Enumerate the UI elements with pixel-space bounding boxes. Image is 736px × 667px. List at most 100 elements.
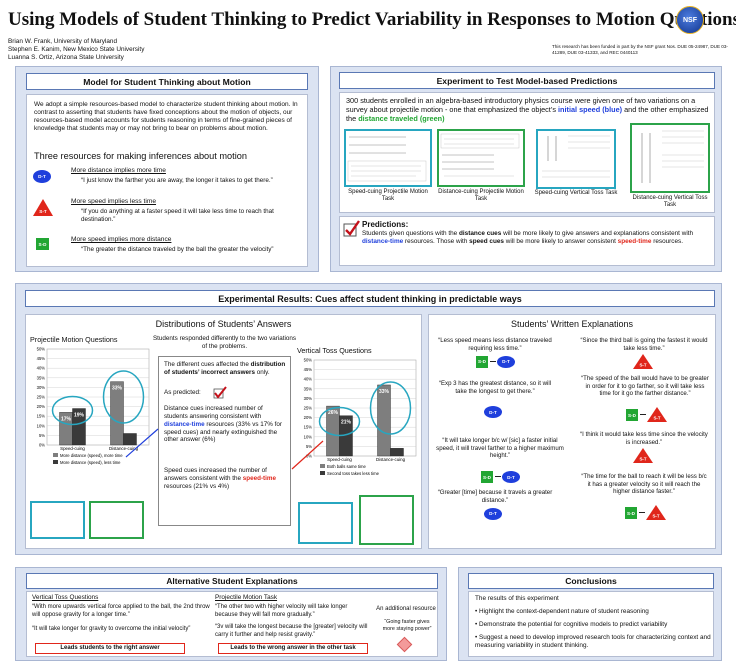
poster-title: Using Models of Student Thinking to Pred… xyxy=(8,9,736,30)
student-quote: “Exp 3 has the greatest distance, so it … xyxy=(438,380,552,395)
vertical-chart-title: Vertical Toss Questions xyxy=(297,346,372,355)
alt-vertical-quote: “It will take longer for gravity to over… xyxy=(32,626,191,632)
speed-time-badge: S-T xyxy=(633,447,653,468)
model-body: We adopt a simple resources-based model … xyxy=(26,94,308,267)
svg-text:S-T: S-T xyxy=(652,514,659,519)
red-triangle-icon: S-T xyxy=(646,505,666,521)
alt-vertical-quote: “With more upwards vertical force applie… xyxy=(32,604,210,618)
distance-time-badge: D-T xyxy=(33,170,51,183)
bar xyxy=(110,381,124,446)
y-tick-label: 40% xyxy=(37,366,46,371)
highlight-circle xyxy=(51,395,94,426)
written-explanations-box: Students’ Written Explanations “Less spe… xyxy=(428,314,716,549)
alt-projectile-quote: “3v will take the longest because the [g… xyxy=(215,624,368,638)
task-figure-icon xyxy=(440,133,520,177)
highlight-circle xyxy=(369,381,412,435)
speed-time-badge: S-T xyxy=(646,505,666,525)
y-tick-label: 50% xyxy=(304,358,313,363)
y-tick-label: 30% xyxy=(304,396,313,401)
y-tick-label: 10% xyxy=(304,434,313,439)
distributions-box: Distributions of Students’ Answers Proje… xyxy=(25,314,422,549)
y-tick-label: 20% xyxy=(304,415,313,420)
task-thumbnail xyxy=(30,501,85,539)
y-tick-label: 35% xyxy=(304,386,313,391)
data-label: 21% xyxy=(341,420,352,426)
as-predicted-label: As predicted: xyxy=(164,389,201,396)
student-quote: “The time for the ball to reach it will … xyxy=(581,473,707,496)
data-label: 33% xyxy=(112,386,123,392)
y-tick-label: 25% xyxy=(37,395,46,400)
student-quote: “The speed of the ball would have to be … xyxy=(581,375,709,398)
conclusions-intro: The results of this experiment xyxy=(475,595,559,602)
distance-projectile-task-image xyxy=(437,129,525,187)
arrow-connector xyxy=(490,360,496,362)
additional-resource-quote: “Going faster gives more staying power” xyxy=(382,619,432,632)
highlight-circle xyxy=(318,406,361,437)
diamond-icon xyxy=(396,636,413,653)
speed-time-badge: S-T xyxy=(633,353,653,374)
speed-vertical-task-image xyxy=(536,129,616,189)
y-tick-label: 25% xyxy=(304,406,313,411)
y-tick-label: 20% xyxy=(37,404,46,409)
results-note4: Speed cues increased the number of answe… xyxy=(164,467,276,490)
speed-distance-badge: S-D xyxy=(626,409,638,422)
distance-time-badge: D-T xyxy=(497,355,515,368)
model-panel: Model for Student Thinking about Motion … xyxy=(15,66,319,272)
red-triangle-icon: S-T xyxy=(633,353,653,369)
data-label: 26% xyxy=(328,410,339,416)
task-caption: Speed-cuing Vertical Toss Task xyxy=(534,190,618,196)
svg-text:S-T: S-T xyxy=(639,362,646,367)
speed-distance-badge: S-D xyxy=(36,238,49,250)
svg-text:S-T: S-T xyxy=(653,416,660,421)
results-note1: Students responded differently to the tw… xyxy=(152,335,297,350)
projectile-chart: 0%5%10%15%20%25%30%35%40%45%50%17%19%Spe… xyxy=(37,347,150,465)
task-caption: Distance-cuing Vertical Toss Task xyxy=(632,195,708,208)
alt-panel: Alternative Student Explanations Vertica… xyxy=(15,567,447,661)
results-note2: The different cues affected the distribu… xyxy=(164,361,286,376)
legend-swatch xyxy=(320,471,325,475)
svg-text:S-T: S-T xyxy=(639,456,646,461)
y-tick-label: 0% xyxy=(39,443,45,448)
nsf-logo-icon: NSF xyxy=(676,6,704,34)
bar xyxy=(72,408,86,446)
red-triangle-icon: S-T xyxy=(647,407,667,423)
legend-label: Both balls same time xyxy=(327,464,367,469)
predictions-box: Predictions: Students given questions wi… xyxy=(339,216,715,266)
conclusions-heading: Conclusions xyxy=(468,573,714,589)
task-figure-icon xyxy=(542,135,610,178)
distance-vertical-task-image xyxy=(630,123,710,193)
funding-note: This research has been funded in part by… xyxy=(552,44,728,55)
resource-name: More distance implies more time xyxy=(71,167,166,174)
y-tick-label: 5% xyxy=(39,433,45,438)
y-tick-label: 10% xyxy=(37,423,46,428)
speed-distance-badge: S-D xyxy=(481,471,493,484)
y-tick-label: 45% xyxy=(37,356,46,361)
y-tick-label: 50% xyxy=(37,347,46,352)
x-tick-label: Speed-cuing xyxy=(60,446,85,451)
wrong-answer-box: Leads to the wrong answer in the other t… xyxy=(218,643,368,654)
task-thumbnail xyxy=(359,495,414,545)
student-quote: “I think it would take less time since t… xyxy=(580,431,708,446)
model-intro: We adopt a simple resources-based model … xyxy=(34,101,298,133)
resource-name: More speed implies more distance xyxy=(71,236,172,243)
experiment-intro: 300 students enrolled in an algebra-base… xyxy=(346,96,709,123)
predictions-title: Predictions: xyxy=(362,220,409,229)
svg-text:S-T: S-T xyxy=(39,209,47,214)
speed-projectile-task-image xyxy=(344,129,432,187)
checkmark-icon xyxy=(213,386,227,399)
task-caption: Speed-cuing Projectile Motion Task xyxy=(348,189,428,202)
student-quote: “Greater [time] because it travels a gre… xyxy=(437,489,553,504)
conclusion-item: • Suggest a need to develop improved res… xyxy=(475,634,711,649)
y-tick-label: 5% xyxy=(306,444,312,449)
task-thumbnail xyxy=(298,502,353,544)
distributions-heading: Distributions of Students’ Answers xyxy=(155,319,292,329)
alt-body: Vertical Toss Questions “With more upwar… xyxy=(26,591,438,657)
experiment-heading: Experiment to Test Model-based Predictio… xyxy=(339,72,715,89)
y-tick-label: 45% xyxy=(304,367,313,372)
results-heading: Experimental Results: Cues affect studen… xyxy=(25,290,715,307)
experiment-body: 300 students enrolled in an algebra-base… xyxy=(339,92,715,213)
legend-swatch xyxy=(320,464,325,468)
additional-resource-heading: An additional resource xyxy=(376,606,436,612)
results-panel: Experimental Results: Cues affect studen… xyxy=(15,283,722,555)
model-heading: Model for Student Thinking about Motion xyxy=(26,73,308,90)
